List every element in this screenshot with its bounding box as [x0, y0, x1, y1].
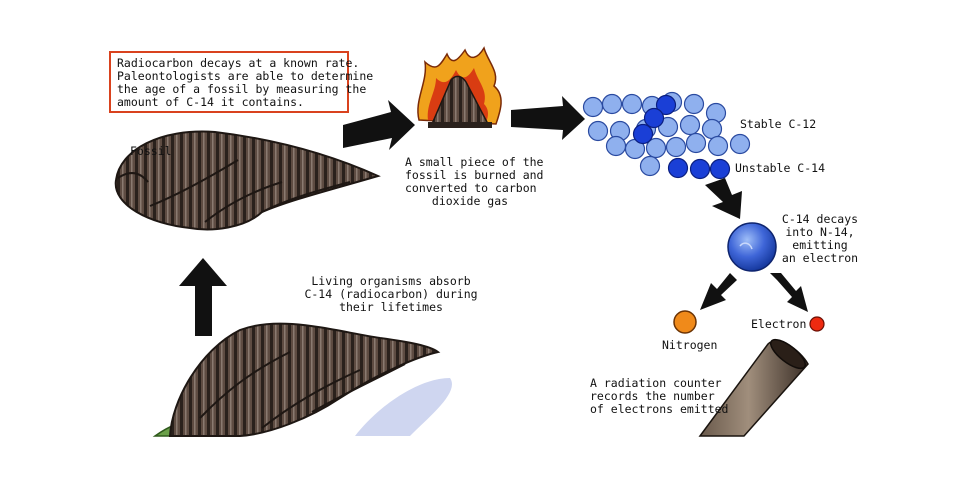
radiation-counter-tube-icon	[698, 338, 809, 437]
arrow-fire-to-atoms	[511, 96, 585, 140]
living-organisms-label: Living organisms absorb C-14 (radiocarbo…	[304, 274, 478, 314]
c12-atom-cluster	[582, 91, 751, 177]
c14-atom	[655, 94, 677, 116]
c14-atom	[667, 157, 689, 179]
c14-atom	[689, 158, 711, 180]
burn-step-label: A small piece of the fossil is burned an…	[405, 155, 544, 208]
c12-atom	[685, 132, 707, 154]
arrow-fossil-to-fire	[343, 100, 415, 150]
electron-dot	[809, 316, 825, 332]
living-snail-icon	[152, 322, 452, 437]
intro-text-box: Radiocarbon decays at a known rate. Pale…	[109, 51, 373, 113]
burning-fossil-icon	[417, 46, 502, 128]
c12-atom	[605, 135, 627, 157]
c12-atom	[582, 96, 604, 118]
c12-atom	[601, 93, 623, 115]
c14-atom	[709, 158, 731, 180]
arrow-atoms-to-decay	[705, 178, 742, 219]
arrow-to-electron	[770, 273, 808, 312]
arrow-to-nitrogen	[700, 273, 737, 310]
n14-atom-icon	[727, 222, 777, 272]
unstable-c14-label: Unstable C-14	[735, 161, 826, 175]
c14-atom-cluster	[632, 94, 731, 180]
c12-atom	[621, 93, 643, 115]
c12-atom	[645, 137, 667, 159]
fossil-label: Fossil	[130, 144, 172, 158]
c12-atom	[639, 155, 661, 177]
nitrogen-label: Nitrogen	[662, 338, 718, 352]
c12-atom	[665, 136, 687, 158]
stable-c12-label: Stable C-12	[740, 117, 817, 131]
fossil-shell-icon	[114, 130, 381, 231]
c12-atom	[729, 133, 751, 155]
arrow-living-to-fossil	[179, 258, 227, 336]
c12-atom	[707, 135, 729, 157]
c14-atom	[632, 123, 654, 145]
electron-label: Electron	[751, 317, 807, 331]
radiation-counter-label: A radiation counter records the number o…	[590, 376, 729, 416]
c12-atom	[679, 114, 701, 136]
c12-atom	[701, 118, 723, 140]
nitrogen-dot	[673, 310, 697, 334]
decay-label: C-14 decays into N-14, emitting an elect…	[781, 212, 859, 265]
c12-atom	[683, 93, 705, 115]
c12-atom	[587, 120, 609, 142]
c14-atom	[643, 107, 665, 129]
